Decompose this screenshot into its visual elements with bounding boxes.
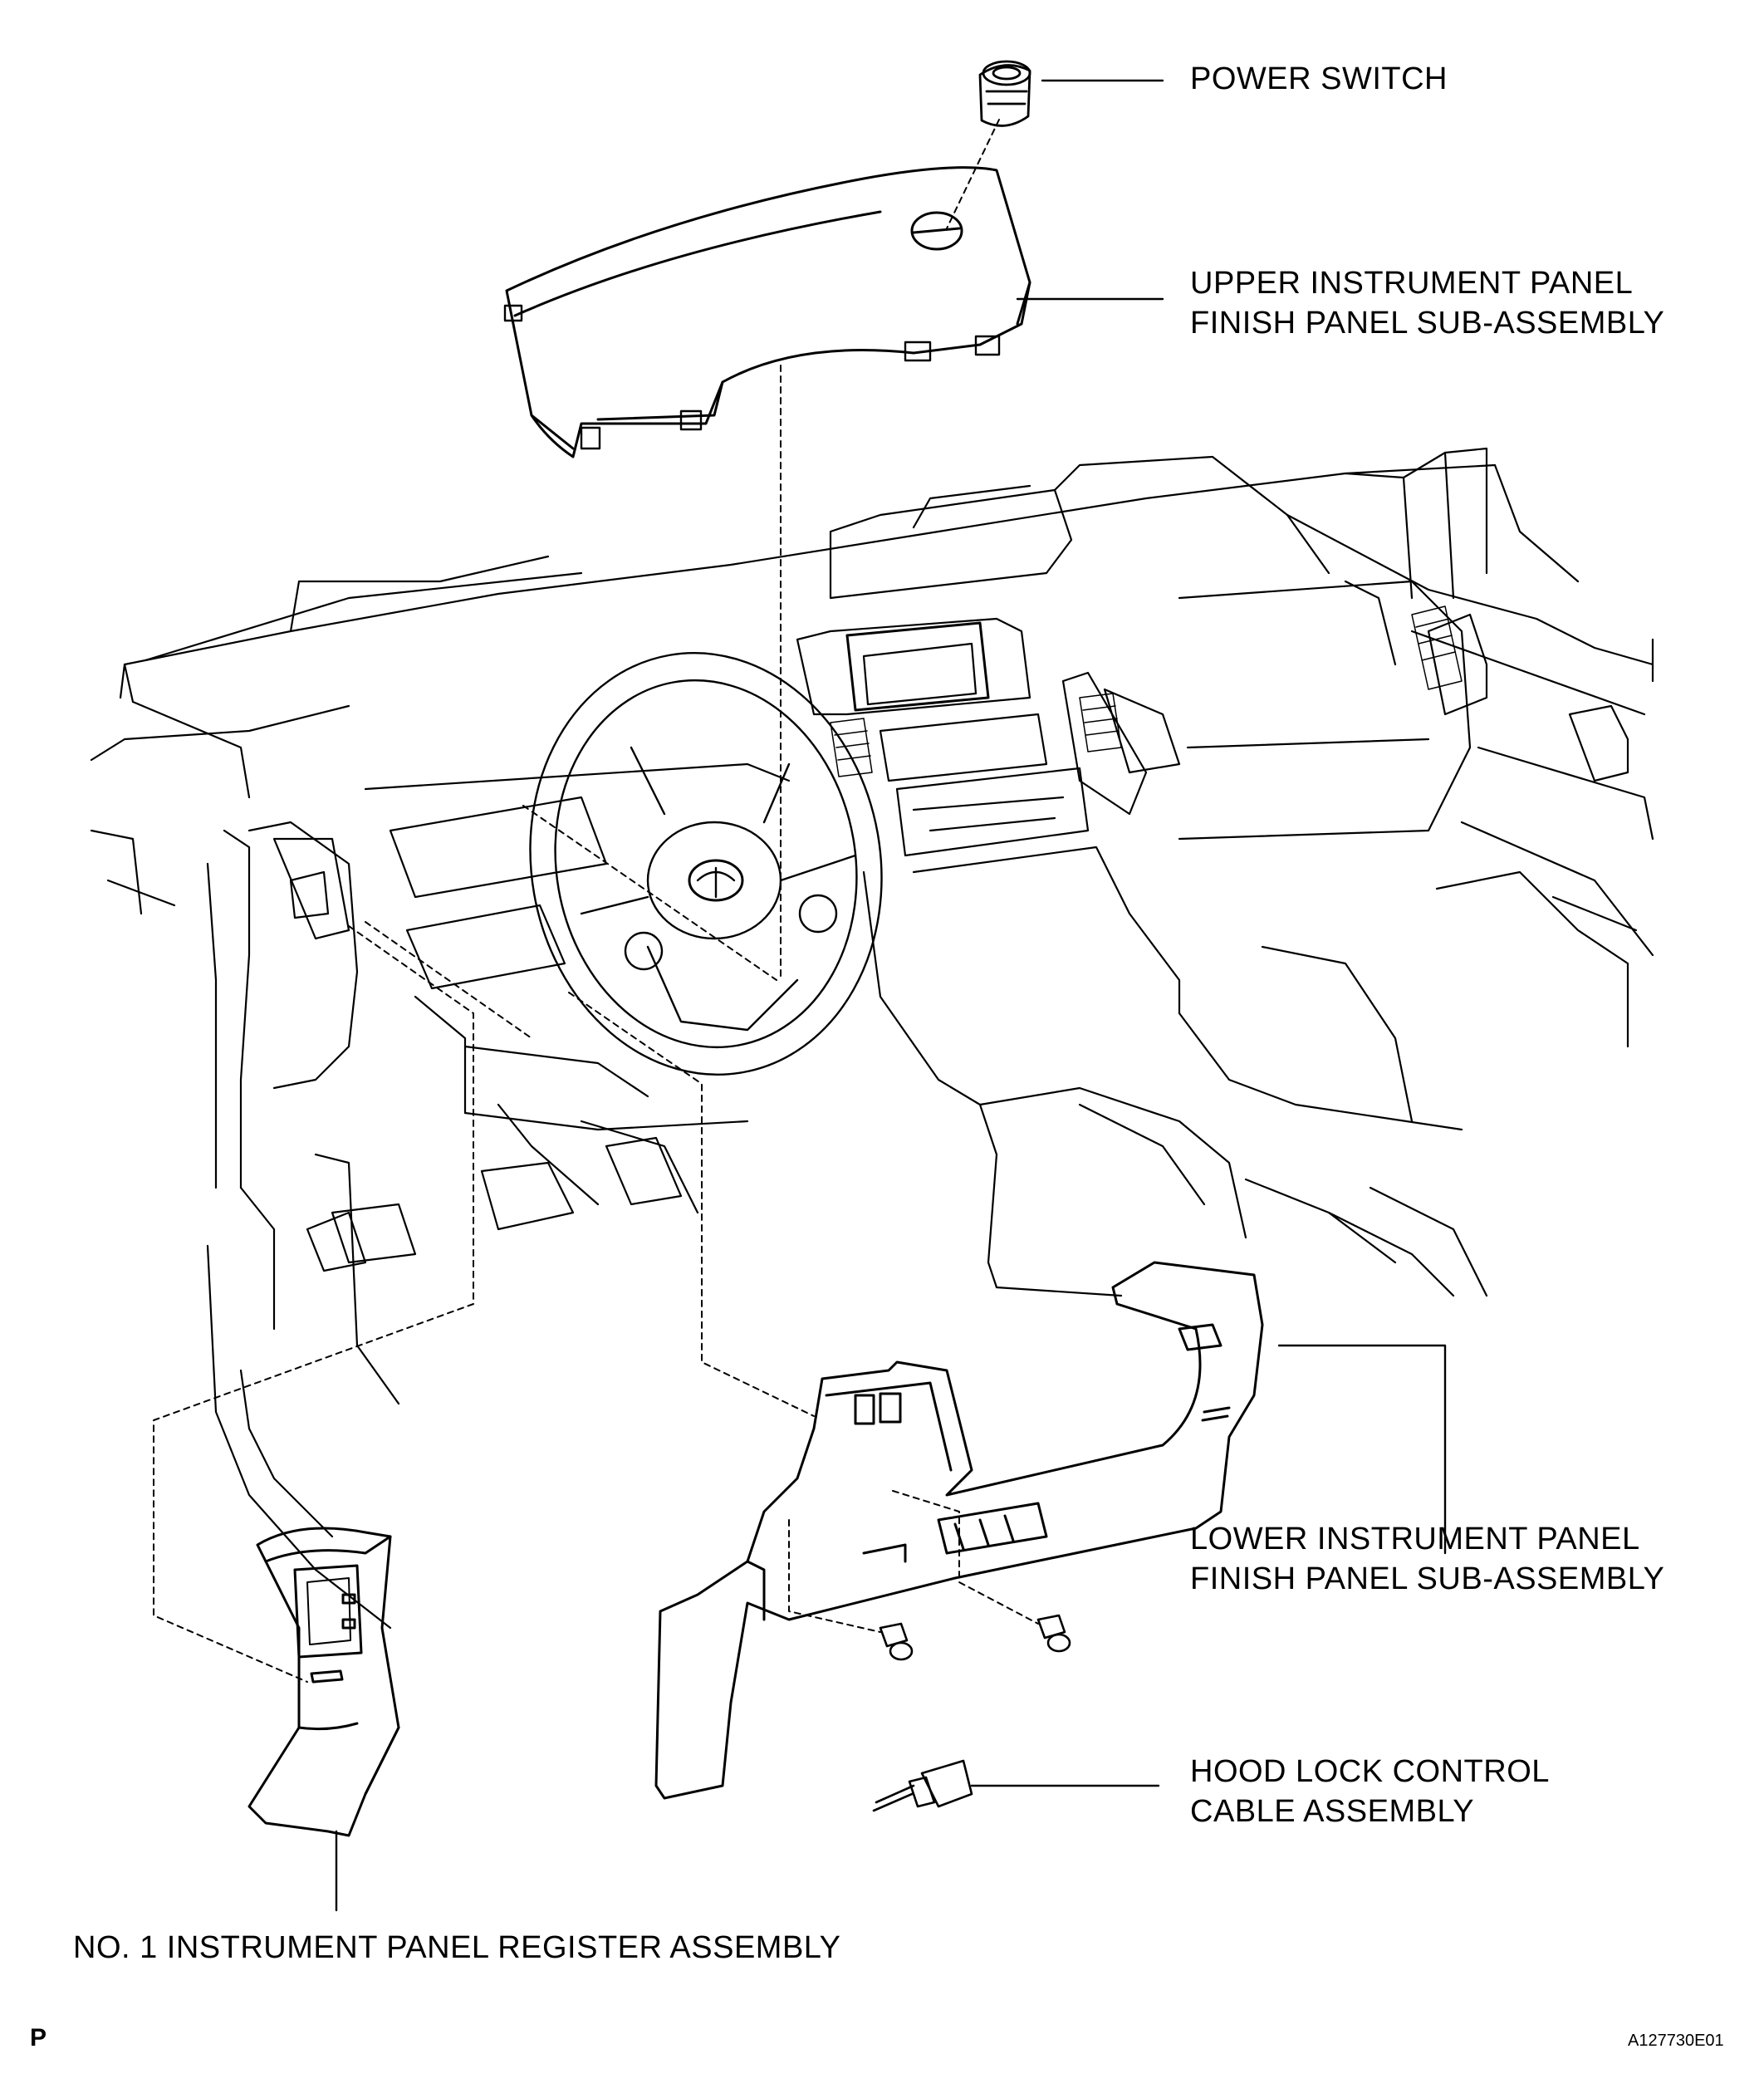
dashboard-outline [90, 447, 1654, 1630]
upper-panel-label-line1: UPPER INSTRUMENT PANEL [1190, 266, 1634, 301]
power-switch-part [978, 60, 1031, 127]
hood-lock-label-line2: CABLE ASSEMBLY [1190, 1794, 1475, 1829]
lower-finish-panel-part [654, 1261, 1264, 1800]
center-vent-grille [830, 605, 1463, 777]
register-label: NO. 1 INSTRUMENT PANEL REGISTER ASSEMBLY [73, 1930, 841, 1965]
register-assembly-part [247, 1527, 400, 1837]
hood-lock-label-line1: HOOD LOCK CONTROL [1190, 1754, 1550, 1789]
hood-lock-cable-part [872, 1759, 973, 1812]
power-switch-label: POWER SWITCH [1190, 61, 1448, 96]
steering-wheel [529, 652, 883, 1076]
figure-code: A127730E01 [1628, 2032, 1724, 2050]
pedals [306, 1136, 683, 1272]
upper-finish-panel-part [503, 166, 1031, 458]
dashed-leader-lines [153, 119, 1039, 1683]
corner-mark: P [30, 2024, 47, 2051]
upper-panel-label-line2: FINISH PANEL SUB-ASSEMBLY [1190, 306, 1665, 341]
lower-panel-label-line2: FINISH PANEL SUB-ASSEMBLY [1190, 1561, 1665, 1596]
lower-panel-label-line1: LOWER INSTRUMENT PANEL [1190, 1522, 1640, 1556]
callout-leaders [335, 79, 1447, 1912]
screw-parts [879, 1614, 1071, 1661]
